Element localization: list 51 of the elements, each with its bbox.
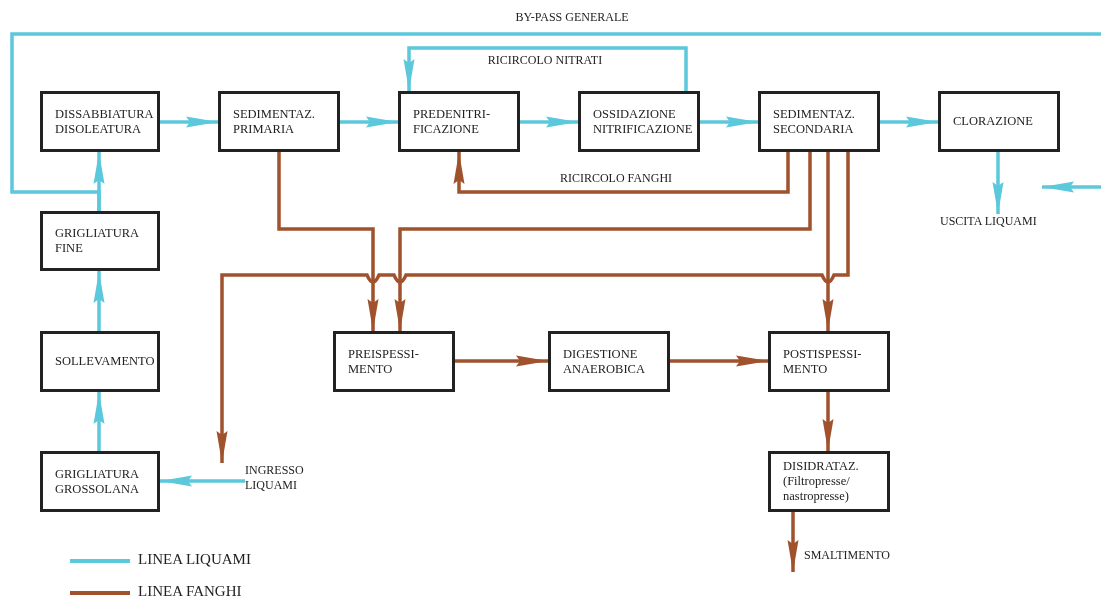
flow-arrow [880,116,938,128]
process-label: SOLLEVAMENTO [55,354,155,369]
flow-arrow [93,271,105,331]
process-label: CLORAZIONE [953,114,1033,129]
flow-arrow [670,355,768,367]
flow-arrow [520,116,578,128]
process-box [40,211,160,271]
flow-arrow [787,512,799,572]
process-box [768,331,890,392]
flow-arrow [394,152,812,331]
flow-endpoint-text: USCITA LIQUAMI [940,214,1060,231]
legend-label: LINEA FANGHI [138,583,242,600]
flow-arrow [1042,181,1101,193]
process-box [333,331,455,392]
process-box [768,451,890,512]
process-box [218,91,340,152]
process-label: DIGESTIONE ANAEROBICA [563,346,646,377]
flow-arrow [453,152,790,194]
process-label: OSSIDAZIONE NITRIFICAZIONE [593,106,693,137]
process-box [398,91,520,152]
process-label: GRIGLIATURA GROSSOLANA [55,466,141,497]
process-box [578,91,700,152]
process-label: SEDIMENTAZ. SECONDARIA [773,106,856,137]
flow-endpoint-text: SMALTIMENTO [804,548,914,565]
process-label: PREDENITRI- FICAZIONE [413,106,492,137]
flow-arrow [340,116,398,128]
flow-arrow [455,355,548,367]
flow-arrow [822,152,834,331]
process-box [40,331,160,392]
flow-arrow [160,116,218,128]
process-box [40,91,160,152]
process-label: GRIGLIATURA FINE [55,226,140,256]
process-label: SEDIMENTAZ. PRIMARIA [233,106,316,137]
flow-arrow [700,116,758,128]
legend-label: LINEA LIQUAMI [138,551,251,568]
flow-arrow [403,46,688,91]
process-box [548,331,670,392]
flow-arrow [93,392,105,451]
process-label: DISIDRATAZ. (Filtropresse/ nastropresse) [783,459,860,504]
process-label: POSTISPESSI- MENTO [783,346,863,377]
flow-arrow [277,152,379,331]
process-box [758,91,880,152]
flow-arrow [822,392,834,451]
process-label: PREISPESSI- MENTO [348,346,420,377]
flow-arrow [160,475,245,487]
flow-endpoint-text: INGRESSO LIQUAMI [245,463,325,495]
flow-arrow [992,152,1004,214]
flow-arrow [216,152,850,463]
process-label: DISSABBIATURA DISOLEATURA [55,106,153,137]
process-box [938,91,1060,152]
process-box [40,451,160,512]
